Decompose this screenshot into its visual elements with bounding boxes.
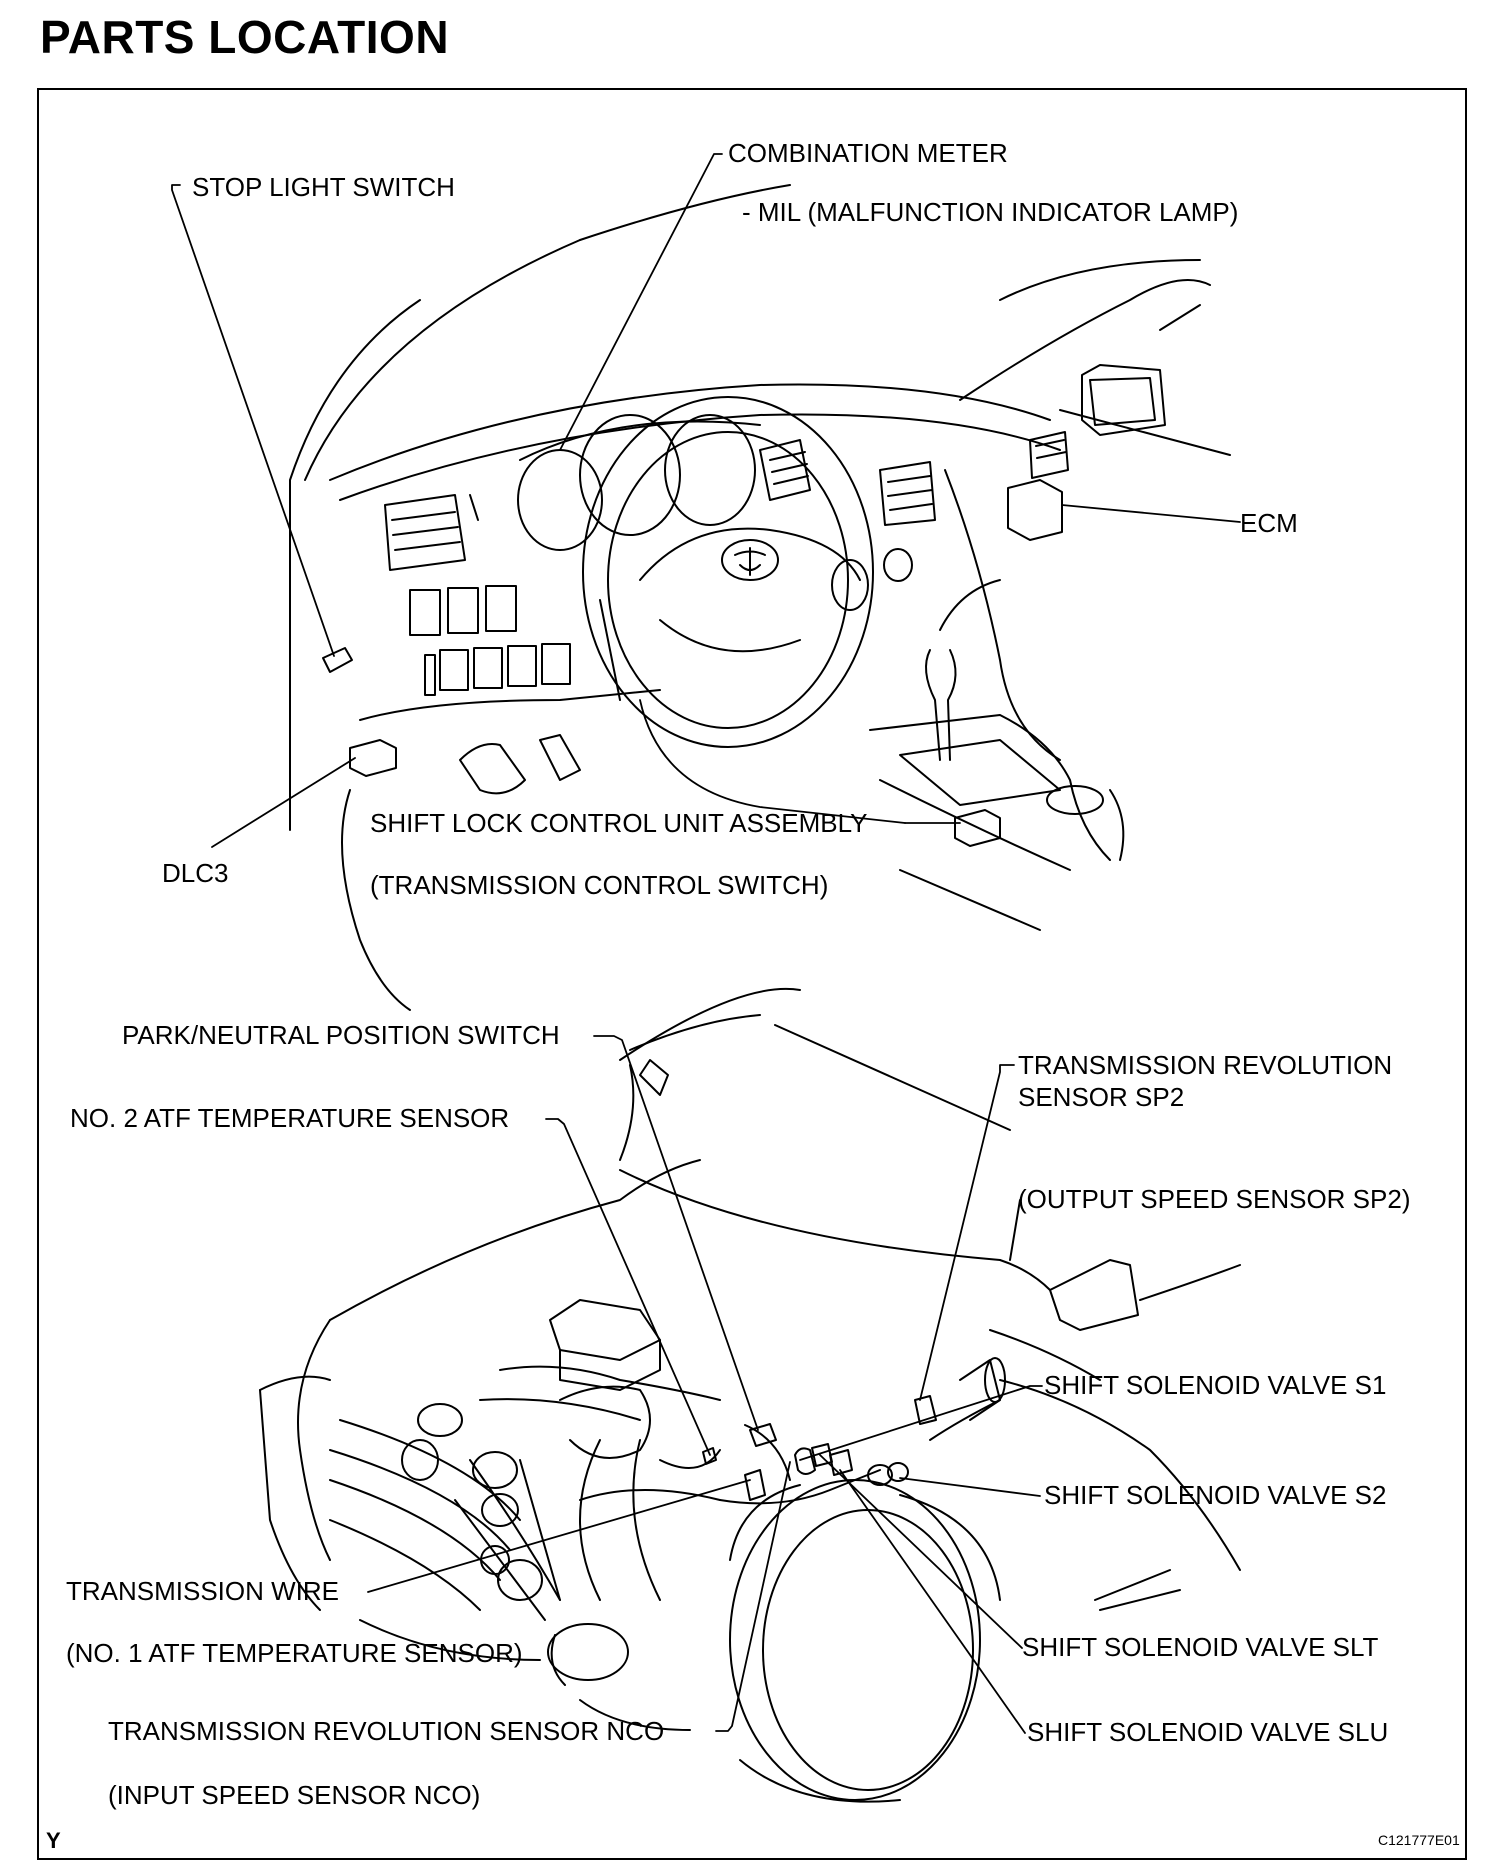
label-output-speed-sensor: (OUTPUT SPEED SENSOR SP2) [1018, 1184, 1411, 1214]
label-stop-light-switch: STOP LIGHT SWITCH [192, 172, 455, 202]
label-shift-solenoid-slu: SHIFT SOLENOID VALVE SLU [1027, 1717, 1389, 1747]
label-shift-solenoid-s1: SHIFT SOLENOID VALVE S1 [1044, 1370, 1387, 1400]
label-transmission-control-switch: (TRANSMISSION CONTROL SWITCH) [370, 870, 829, 900]
label-transmission-wire: TRANSMISSION WIRE [66, 1576, 340, 1606]
figure-code: C121777E01 [1378, 1832, 1460, 1848]
figure-frame [37, 88, 1467, 1860]
label-no1-atf-sensor: (NO. 1 ATF TEMPERATURE SENSOR) [66, 1638, 523, 1668]
label-shift-solenoid-s2: SHIFT SOLENOID VALVE S2 [1044, 1480, 1387, 1510]
label-mil: - MIL (MALFUNCTION INDICATOR LAMP) [742, 197, 1239, 227]
label-park-neutral-switch: PARK/NEUTRAL POSITION SWITCH [122, 1020, 560, 1050]
label-ecm: ECM [1240, 508, 1298, 538]
label-shift-lock-control-unit: SHIFT LOCK CONTROL UNIT ASSEMBLY [370, 808, 868, 838]
page-title: PARTS LOCATION [40, 11, 450, 63]
corner-mark: Y [46, 1828, 61, 1853]
label-dlc3: DLC3 [162, 858, 229, 888]
cabin-illustration [289, 184, 1231, 1011]
label-combination-meter: COMBINATION METER [728, 138, 1008, 168]
label-no2-atf-sensor: NO. 2 ATF TEMPERATURE SENSOR [70, 1103, 510, 1133]
label-shift-solenoid-slt: SHIFT SOLENOID VALVE SLT [1022, 1632, 1379, 1662]
leader-lines [171, 153, 1241, 1734]
engine-illustration [259, 987, 1241, 1803]
label-sp2-line2: SENSOR SP2 [1018, 1082, 1185, 1112]
label-sp2-line1: TRANSMISSION REVOLUTION [1018, 1050, 1393, 1080]
label-nco-sensor: TRANSMISSION REVOLUTION SENSOR NCO [108, 1716, 665, 1746]
label-input-speed-sensor: (INPUT SPEED SENSOR NCO) [108, 1780, 481, 1810]
